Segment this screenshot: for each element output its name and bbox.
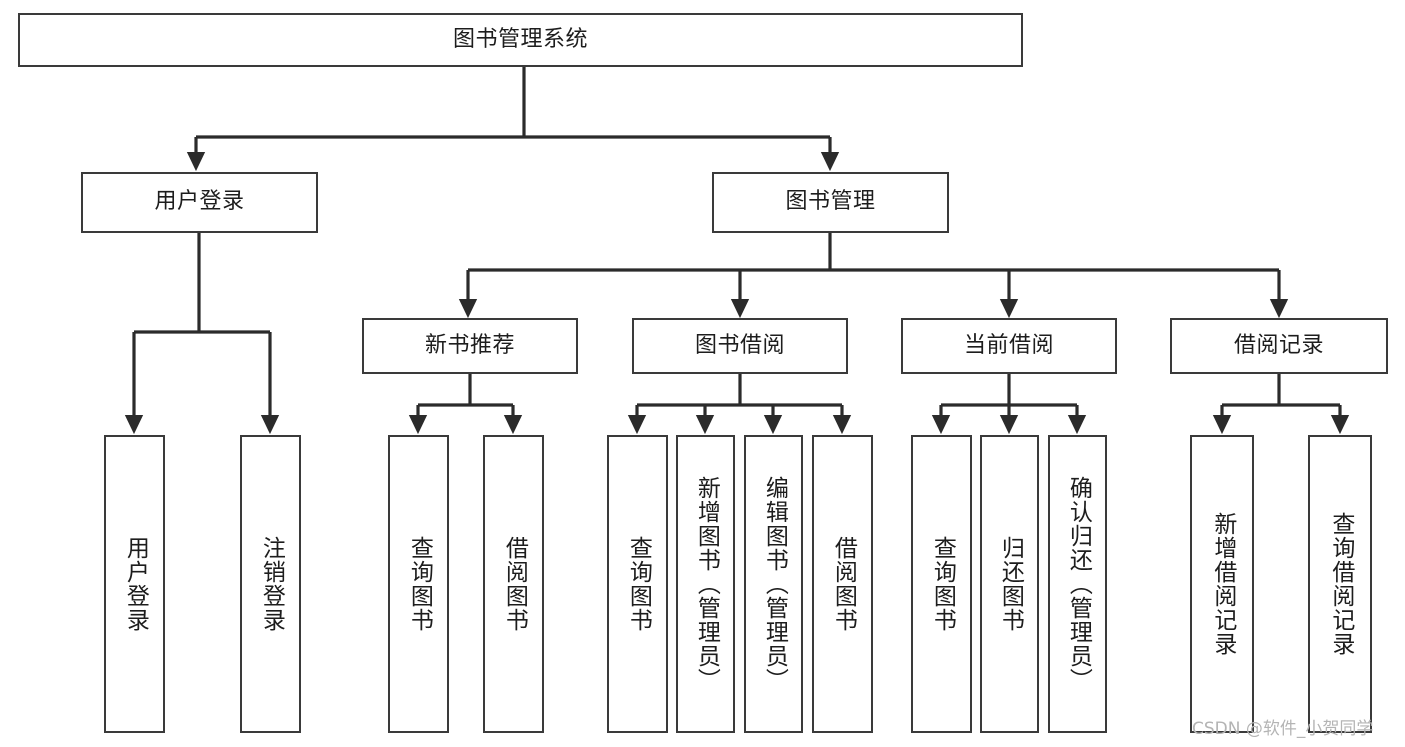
node-leaf-confirm-return[interactable]: 确认归还（管理员）: [1048, 435, 1107, 733]
node-borrow-record[interactable]: 借阅记录: [1170, 318, 1388, 374]
node-leaf-return-book-label: 归还图书: [997, 536, 1024, 632]
node-leaf-borrow-book-2-label: 借阅图书: [830, 536, 857, 632]
node-user-login[interactable]: 用户登录: [81, 172, 318, 233]
node-leaf-return-book[interactable]: 归还图书: [980, 435, 1039, 733]
node-leaf-query-book-1-label: 查询图书: [406, 536, 433, 632]
node-leaf-add-book-label: 新增图书（管理员）: [693, 476, 720, 692]
node-leaf-edit-book[interactable]: 编辑图书（管理员）: [744, 435, 803, 733]
node-leaf-user-login[interactable]: 用户登录: [104, 435, 165, 733]
node-borrow-record-label: 借阅记录: [1233, 332, 1324, 358]
node-root-label: 图书管理系统: [452, 26, 588, 52]
node-leaf-edit-book-label: 编辑图书（管理员）: [761, 476, 788, 692]
node-leaf-query-book-3[interactable]: 查询图书: [911, 435, 972, 733]
node-current-borrow[interactable]: 当前借阅: [901, 318, 1117, 374]
node-current-borrow-label: 当前借阅: [963, 332, 1054, 358]
node-leaf-add-book[interactable]: 新增图书（管理员）: [676, 435, 735, 733]
node-new-book-recommend[interactable]: 新书推荐: [362, 318, 578, 374]
node-leaf-confirm-return-label: 确认归还（管理员）: [1065, 476, 1092, 692]
node-leaf-add-record-label: 新增借阅记录: [1209, 512, 1236, 656]
node-leaf-borrow-book-1[interactable]: 借阅图书: [483, 435, 544, 733]
node-leaf-query-book-1[interactable]: 查询图书: [388, 435, 449, 733]
node-book-borrow-label: 图书借阅: [694, 332, 785, 358]
node-leaf-add-record[interactable]: 新增借阅记录: [1190, 435, 1254, 733]
node-leaf-query-record-label: 查询借阅记录: [1327, 512, 1354, 656]
node-new-book-recommend-label: 新书推荐: [424, 332, 515, 358]
node-leaf-borrow-book-2[interactable]: 借阅图书: [812, 435, 873, 733]
csdn-watermark: CSDN @软件_小贺同学: [1192, 719, 1374, 739]
node-leaf-query-book-3-label: 查询图书: [929, 536, 956, 632]
node-leaf-query-book-2[interactable]: 查询图书: [607, 435, 668, 733]
node-leaf-logout-label: 注销登录: [258, 536, 285, 632]
node-user-login-label: 用户登录: [154, 189, 245, 215]
node-book-borrow[interactable]: 图书借阅: [632, 318, 848, 374]
node-leaf-borrow-book-1-label: 借阅图书: [501, 536, 528, 632]
node-leaf-query-record[interactable]: 查询借阅记录: [1308, 435, 1372, 733]
node-root[interactable]: 图书管理系统: [18, 13, 1023, 67]
node-leaf-logout[interactable]: 注销登录: [240, 435, 301, 733]
node-leaf-user-login-label: 用户登录: [122, 536, 149, 632]
node-book-management[interactable]: 图书管理: [712, 172, 949, 233]
node-leaf-query-book-2-label: 查询图书: [625, 536, 652, 632]
node-book-management-label: 图书管理: [785, 189, 876, 215]
